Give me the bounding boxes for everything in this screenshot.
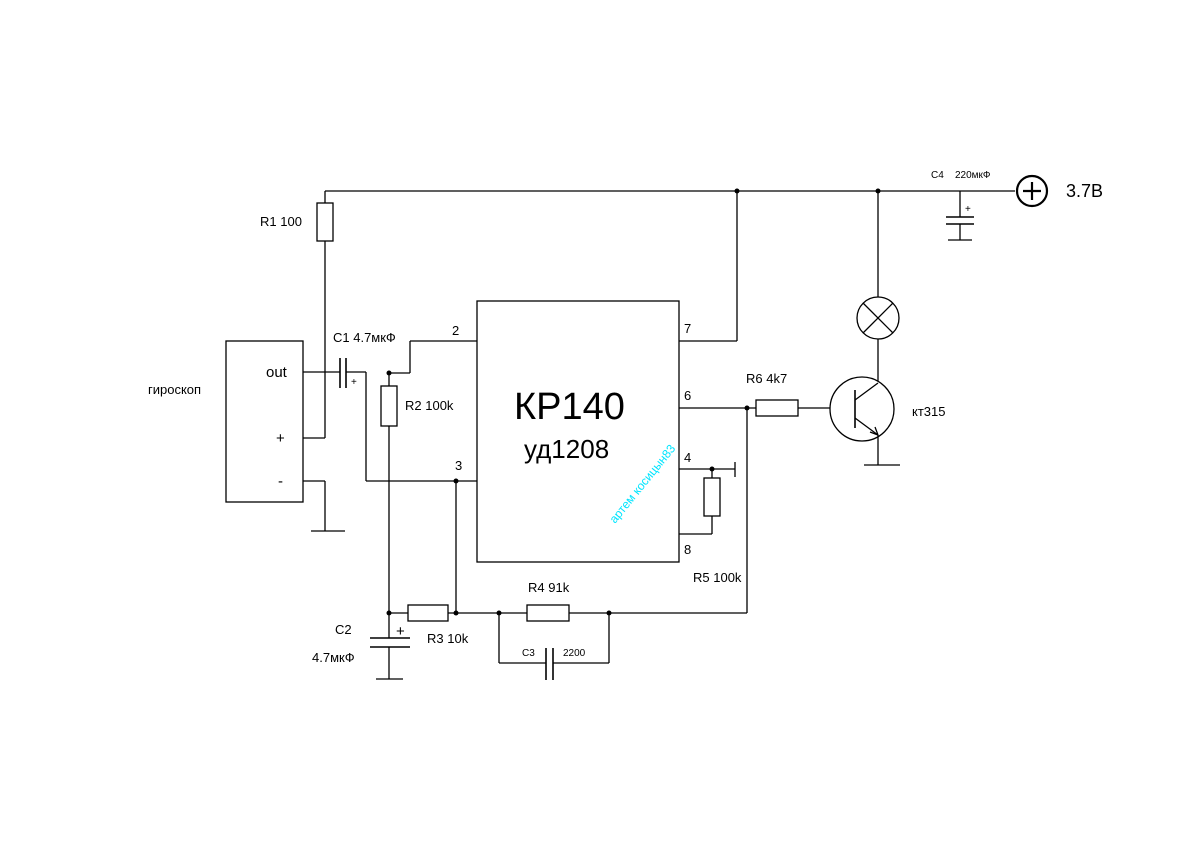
lamp-symbol [856,296,900,340]
resistor-r5 [703,477,721,517]
r1-label: R1 100 [260,214,302,229]
c1-label: C1 4.7мкФ [333,330,396,345]
c3-value-label: 2200 [563,648,586,659]
resistor-r2 [380,385,398,427]
r5-label: R5 100k [693,570,742,585]
transistor-label: кт315 [912,404,945,419]
gyroscope-module [225,340,304,503]
ic-pin-4-label: 4 [684,450,691,465]
c4-polarity-label: + [965,204,971,215]
c1-polarity-label: + [351,377,357,388]
ic-pin-7-label: 7 [684,321,691,336]
power-terminal [1015,174,1049,208]
ic-pin-2-label: 2 [452,323,459,338]
gyro-pin-plus-label: + [276,430,285,447]
ic-label-line2: уд1208 [524,434,609,464]
r4-label: R4 91k [528,580,570,595]
resistor-r6 [755,399,799,417]
c2-name-label: C2 [335,622,352,637]
r3-label: R3 10k [427,631,469,646]
gyro-pin-out-label: out [266,364,288,381]
r2-label: R2 100k [405,398,454,413]
ic-pin-6-label: 6 [684,388,691,403]
resistor-r3 [407,604,449,622]
gyro-pin-minus-label: - [278,473,283,490]
ic-kr140ud1208 [476,300,680,563]
supply-voltage-label: 3.7В [1066,181,1103,201]
ic-pin-8-label: 8 [684,542,691,557]
ic-label-line1: КР140 [514,386,625,428]
c4-name-label: C4 [931,170,944,181]
c2-value-label: 4.7мкФ [312,650,355,665]
resistor-r1 [316,202,334,242]
c3-name-label: C3 [522,648,535,659]
c2-polarity-label: + [396,623,405,640]
capacitor-c4 [946,191,974,241]
ic-pin-3-label: 3 [455,458,462,473]
junction-dot [453,610,459,616]
transistor-kt315 [829,376,895,442]
r6-label: R6 4k7 [746,371,787,386]
c4-value-label: 220мкФ [955,170,991,181]
resistor-r4 [526,604,570,622]
gyroscope-label: гироскоп [148,382,201,397]
